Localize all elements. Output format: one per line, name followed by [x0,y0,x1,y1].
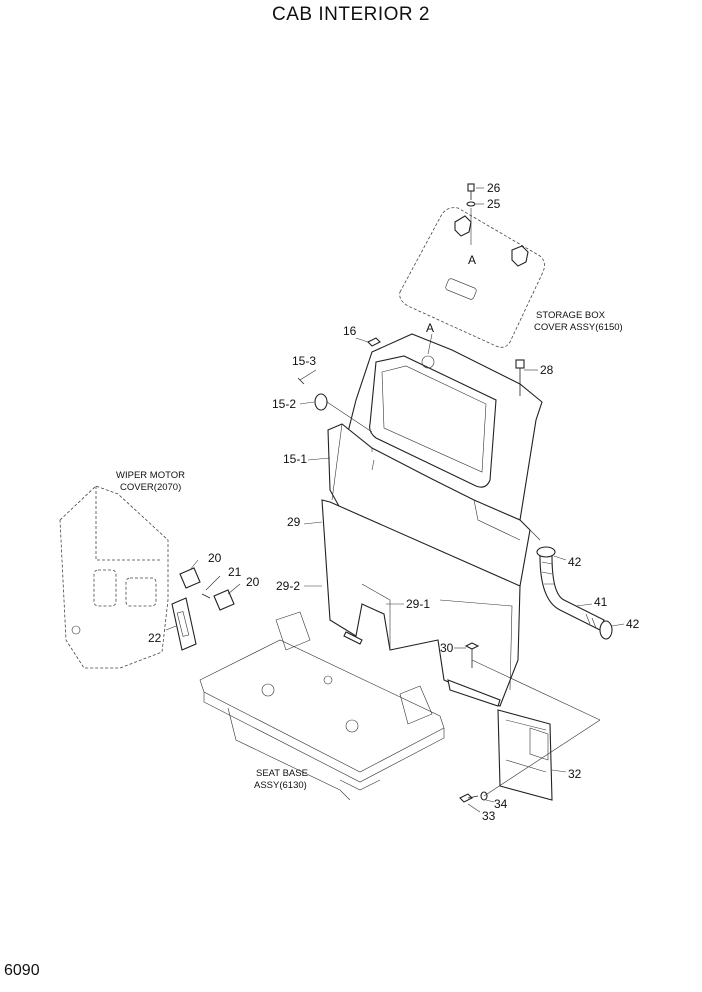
callout-28: 28 [540,363,554,377]
note-wiper-motor-2: COVER(2070) [120,482,181,493]
storage-box-cover-outline [399,207,545,348]
callout-labels: 26 25 A A 16 15-3 15-2 15-1 28 29 29-2 2… [148,181,640,823]
bolt-28 [515,359,525,396]
callout-32: 32 [568,767,582,781]
note-storage-box-2: COVER ASSY(6150) [534,322,623,333]
clip-16 [367,337,381,347]
note-seat-base-1: SEAT BASE [256,768,308,779]
panel-29 [321,499,521,707]
grommet-15-2 [314,393,373,433]
callout-29: 29 [287,515,301,529]
callout-42-b: 42 [626,617,640,631]
callout-21: 21 [228,565,242,579]
note-seat-base-2: ASSY(6130) [254,780,307,791]
seat-base-assy [199,611,445,801]
screw-26-washer-25 [466,183,484,245]
callout-26: 26 [487,181,501,195]
callout-34: 34 [494,797,508,811]
callout-20-a: 20 [208,551,222,565]
bolt-30 [464,642,480,668]
callout-15-3: 15-3 [292,354,316,368]
reference-notes: STORAGE BOX COVER ASSY(6150) WIPER MOTOR… [116,310,623,791]
note-wiper-motor-1: WIPER MOTOR [116,470,185,481]
callout-41: 41 [594,595,608,609]
switch-parts [171,567,235,651]
callout-42-a: 42 [568,555,582,569]
callout-a: A [426,321,434,335]
callout-33: 33 [482,809,496,823]
page-number: 6090 [4,962,40,979]
screw-15-3 [297,377,305,385]
callout-25: 25 [487,197,501,211]
screw-33-washer-34 [459,791,488,803]
callout-16: 16 [343,324,357,338]
wiper-motor-cover [59,485,169,669]
callout-29-1: 29-1 [406,597,430,611]
note-storage-box-1: STORAGE BOX [536,310,606,321]
leader-lines [165,333,625,813]
callout-a-top: A [468,253,476,267]
cover-plate-32 [497,709,553,801]
storage-box-body [327,333,543,587]
callout-15-1: 15-1 [283,452,307,466]
page-title: CAB INTERIOR 2 [272,4,430,25]
duct-hose-41 [536,546,613,640]
callout-29-2: 29-2 [276,579,300,593]
callout-22: 22 [148,631,162,645]
callout-30: 30 [440,641,454,655]
callout-15-2: 15-2 [272,397,296,411]
callout-20-b: 20 [246,575,260,589]
